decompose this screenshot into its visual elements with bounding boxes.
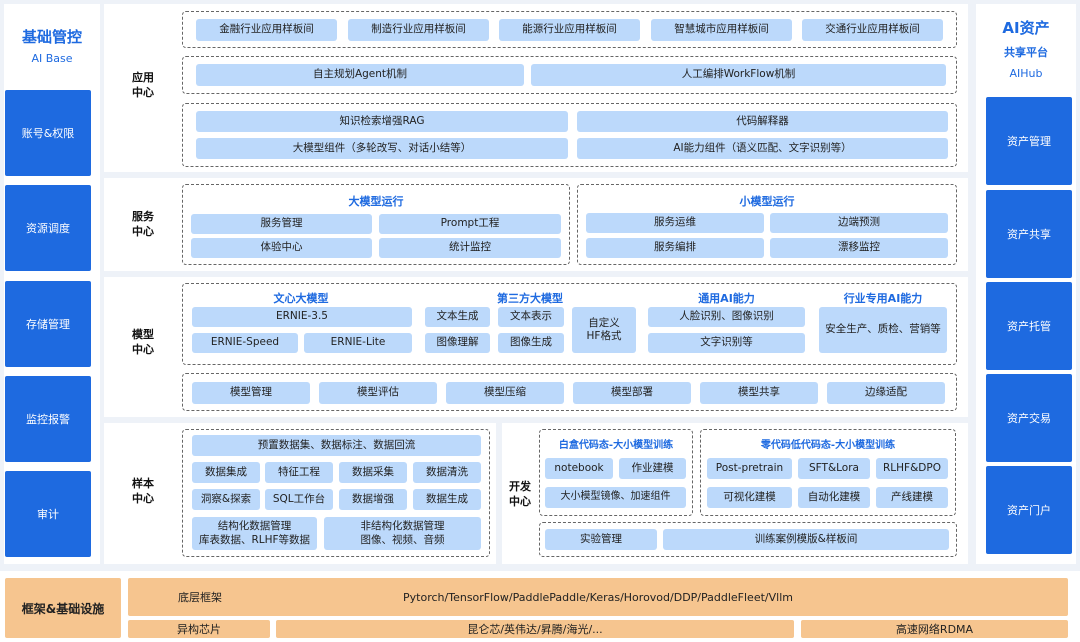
ernie-3-5[interactable]: ERNIE-3.5 xyxy=(192,307,412,327)
service-mgmt[interactable]: 服务管理 xyxy=(191,214,372,234)
code-interpreter[interactable]: 代码解释器 xyxy=(577,111,948,132)
llm-component[interactable]: 大模型组件（多轮改写、对话小结等） xyxy=(196,138,568,159)
template-manufacturing[interactable]: 制造行业应用样板间 xyxy=(348,19,489,41)
third-party-title: 第三方大模型 xyxy=(497,292,563,305)
experiment-mgmt[interactable]: 实验管理 xyxy=(545,529,657,550)
rag-component[interactable]: 知识检索增强RAG xyxy=(196,111,568,132)
model-eval[interactable]: 模型评估 xyxy=(319,382,437,404)
general-ai-title: 通用AI能力 xyxy=(698,292,755,305)
image-understanding[interactable]: 图像理解 xyxy=(425,333,490,353)
image-generation[interactable]: 图像生成 xyxy=(498,333,564,353)
data-generation[interactable]: 数据生成 xyxy=(413,489,481,510)
chip-value[interactable]: 昆仑芯/英伟达/昇腾/海光/... xyxy=(276,620,794,638)
model-deploy[interactable]: 模型部署 xyxy=(573,382,691,404)
industry-ai-item[interactable]: 安全生产、质检、营销等 xyxy=(819,307,947,353)
face-image-recognition[interactable]: 人脸识别、图像识别 xyxy=(648,307,805,327)
white-box-title: 白盒代码态-大小模型训练 xyxy=(558,440,674,451)
training-template[interactable]: 训练案例模版&样板间 xyxy=(663,529,949,550)
sft-lora[interactable]: SFT&Lora xyxy=(798,458,870,479)
zero-code-title: 零代码低代码态-大小模型训练 xyxy=(760,440,896,451)
model-mgmt[interactable]: 模型管理 xyxy=(192,382,310,404)
stats-monitor[interactable]: 统计监控 xyxy=(379,238,561,258)
data-integration[interactable]: 数据集成 xyxy=(192,462,260,483)
data-cleaning[interactable]: 数据清洗 xyxy=(413,462,481,483)
small-model-run-title: 小模型运行 xyxy=(739,195,795,208)
frame-value: Pytorch/TensorFlow/PaddlePaddle/Keras/Ho… xyxy=(403,590,793,604)
workflow-mechanism[interactable]: 人工编排WorkFlow机制 xyxy=(531,64,946,86)
right-item-asset-host[interactable]: 资产托管 xyxy=(986,282,1072,370)
experience-center[interactable]: 体验中心 xyxy=(191,238,372,258)
app-center-label: 应用中心 xyxy=(132,71,154,100)
right-subtitle-2: AIHub xyxy=(1009,67,1043,80)
right-item-asset-portal[interactable]: 资产门户 xyxy=(986,466,1072,554)
big-model-run-title: 大模型运行 xyxy=(348,195,404,208)
left-item-audit[interactable]: 审计 xyxy=(5,471,91,557)
right-item-asset-share[interactable]: 资产共享 xyxy=(986,190,1072,278)
prompt-engineering[interactable]: Prompt工程 xyxy=(379,214,561,234)
edge-predict[interactable]: 边端预测 xyxy=(770,213,948,233)
ai-component[interactable]: AI能力组件（语义匹配、文字识别等） xyxy=(577,138,948,159)
right-item-asset-trade[interactable]: 资产交易 xyxy=(986,374,1072,462)
template-finance[interactable]: 金融行业应用样板间 xyxy=(196,19,337,41)
insight-explore[interactable]: 洞察&探索 xyxy=(192,489,260,510)
frame-row[interactable]: 底层框架 Pytorch/TensorFlow/PaddlePaddle/Ker… xyxy=(128,578,1068,616)
text-generation[interactable]: 文本生成 xyxy=(425,307,490,327)
pipeline-modeling[interactable]: 产线建模 xyxy=(876,487,948,508)
right-item-asset-mgmt[interactable]: 资产管理 xyxy=(986,97,1072,185)
data-augment[interactable]: 数据增强 xyxy=(339,489,407,510)
chip-label[interactable]: 异构芯片 xyxy=(128,620,270,638)
left-subtitle: AI Base xyxy=(31,52,73,65)
text-recognition[interactable]: 文字识别等 xyxy=(648,333,805,353)
dev-center-label: 开发中心 xyxy=(509,480,531,509)
unstructured-data-mgmt[interactable]: 非结构化数据管理图像、视频、音频 xyxy=(324,517,481,550)
structured-data-mgmt[interactable]: 结构化数据管理库表数据、RLHF等数据 xyxy=(192,517,317,550)
sample-center-label: 样本中心 xyxy=(132,477,154,506)
ernie-lite[interactable]: ERNIE-Lite xyxy=(304,333,412,353)
template-smart-city[interactable]: 智慧城市应用样板间 xyxy=(651,19,792,41)
service-ops[interactable]: 服务运维 xyxy=(586,213,764,233)
infra-title: 框架&基础设施 xyxy=(5,578,121,638)
left-item-storage[interactable]: 存储管理 xyxy=(5,281,91,367)
left-item-resource[interactable]: 资源调度 xyxy=(5,185,91,271)
auto-modeling[interactable]: 自动化建模 xyxy=(798,487,870,508)
rlhf-dpo[interactable]: RLHF&DPO xyxy=(876,458,948,479)
job-modeling[interactable]: 作业建模 xyxy=(619,458,686,479)
preset-dataset[interactable]: 预置数据集、数据标注、数据回流 xyxy=(192,435,481,456)
model-compress[interactable]: 模型压缩 xyxy=(446,382,564,404)
wenxin-title: 文心大模型 xyxy=(273,292,329,305)
industry-ai-title: 行业专用AI能力 xyxy=(843,292,923,305)
template-transport[interactable]: 交通行业应用样板间 xyxy=(802,19,943,41)
data-collection[interactable]: 数据采集 xyxy=(339,462,407,483)
right-subtitle-1: 共享平台 xyxy=(1004,46,1048,59)
ernie-speed[interactable]: ERNIE-Speed xyxy=(192,333,298,353)
drift-monitor[interactable]: 漂移监控 xyxy=(770,238,948,258)
post-pretrain[interactable]: Post-pretrain xyxy=(707,458,792,479)
agent-mechanism[interactable]: 自主规划Agent机制 xyxy=(196,64,524,86)
sql-workbench[interactable]: SQL工作台 xyxy=(265,489,333,510)
left-item-monitor[interactable]: 监控报警 xyxy=(5,376,91,462)
frame-label: 底层框架 xyxy=(178,591,222,604)
text-representation[interactable]: 文本表示 xyxy=(498,307,564,327)
service-orchestration[interactable]: 服务编排 xyxy=(586,238,764,258)
model-image-accel[interactable]: 大小模型镜像、加速组件 xyxy=(545,487,686,508)
service-center-label: 服务中心 xyxy=(132,210,154,239)
visual-modeling[interactable]: 可视化建模 xyxy=(707,487,792,508)
notebook[interactable]: notebook xyxy=(545,458,613,479)
model-share[interactable]: 模型共享 xyxy=(700,382,818,404)
model-center-label: 模型中心 xyxy=(132,328,154,357)
right-title: AI资产 xyxy=(1002,19,1050,37)
left-title: 基础管控 xyxy=(21,28,82,46)
network-rdma[interactable]: 高速网络RDMA xyxy=(801,620,1068,638)
edge-adapt[interactable]: 边缘适配 xyxy=(827,382,945,404)
feature-engineering[interactable]: 特征工程 xyxy=(265,462,333,483)
left-item-account[interactable]: 账号&权限 xyxy=(5,90,91,176)
template-energy[interactable]: 能源行业应用样板间 xyxy=(499,19,640,41)
